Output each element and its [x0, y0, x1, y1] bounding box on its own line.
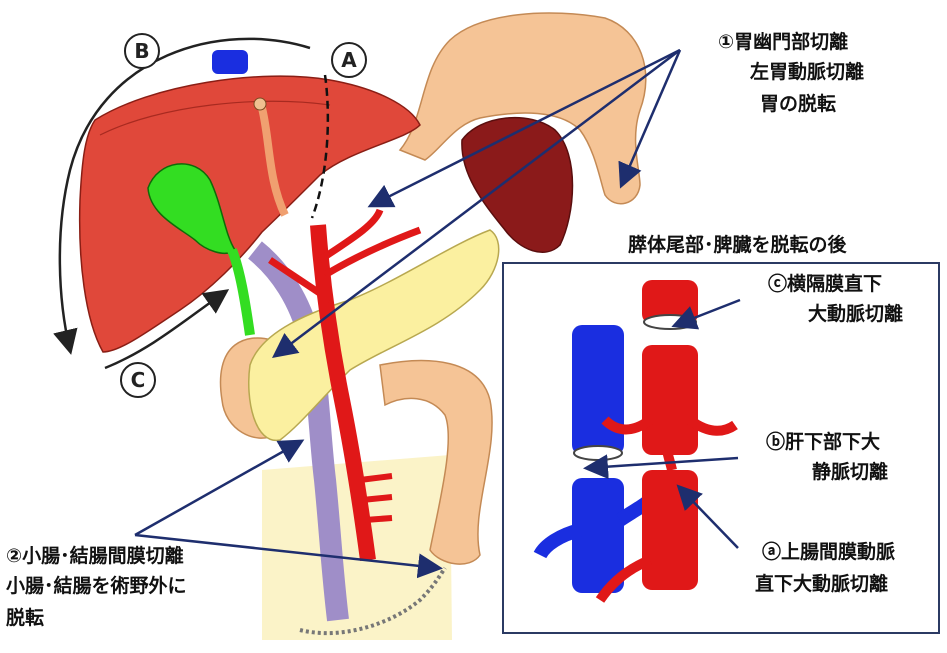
marker-c: C: [120, 362, 156, 398]
stepb-line2: 静脈切離: [812, 460, 888, 484]
marker-b: B: [124, 33, 160, 69]
stepa-line2: 直下大動脈切離: [755, 572, 888, 596]
vena-cava-top: [212, 50, 248, 74]
inset-caption: 膵体尾部･脾臓を脱転の後: [628, 233, 847, 257]
step2-line2: 小腸･結腸を術野外に: [6, 574, 187, 598]
stepb-line1: ⓑ肝下部下大: [766, 430, 880, 454]
step1-line2: 左胃動脈切離: [750, 60, 864, 84]
spleen: [462, 118, 573, 253]
bile-duct: [232, 250, 250, 335]
step2-line3: 脱転: [6, 606, 44, 630]
stepc-line2: 大動脈切離: [808, 302, 903, 326]
step2-line1: ②小腸･結腸間膜切離: [6, 544, 184, 568]
marker-a: A: [331, 42, 367, 78]
step1-line1: ①胃幽門部切離: [718, 30, 848, 54]
step1-line3: 胃の脱転: [760, 92, 836, 116]
stepa-line1: ⓐ上腸間膜動脈: [762, 540, 895, 564]
stepc-line1: ⓒ横隔膜直下: [768, 272, 882, 296]
